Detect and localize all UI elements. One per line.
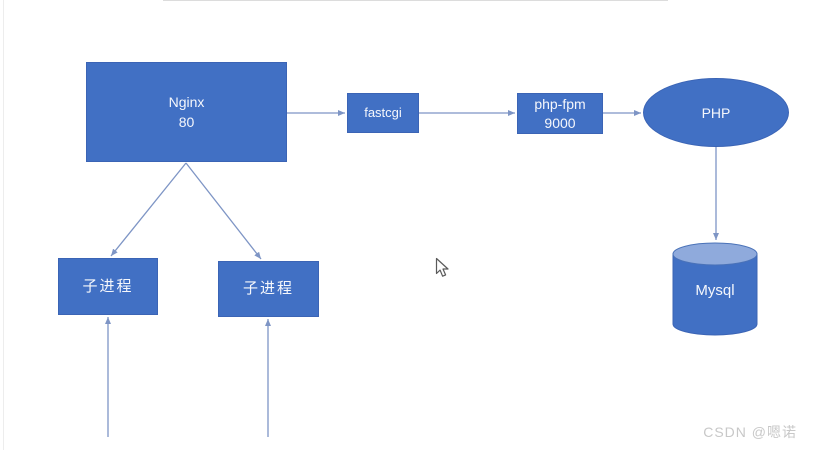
mysql-cylinder-body [672, 253, 758, 336]
node-child-process-right[interactable]: 子进程 [218, 261, 319, 317]
edge-nginx-childright [185, 162, 262, 260]
node-child-process-left[interactable]: 子进程 [58, 258, 158, 315]
node-nginx[interactable]: Nginx 80 [86, 62, 287, 162]
csdn-watermark: CSDN @嗯诺 [703, 424, 797, 440]
left-edge-divider [3, 0, 4, 450]
mysql-cylinder-top [672, 242, 758, 266]
node-php[interactable]: PHP [643, 78, 789, 147]
node-php-fpm[interactable]: php-fpm 9000 [517, 93, 603, 134]
child-process-left-label: 子进程 [82, 277, 134, 295]
child-process-right-label: 子进程 [242, 280, 294, 297]
top-edge-divider [163, 0, 668, 1]
edge-nginx-childleft [110, 162, 187, 257]
php-fpm-label: php-fpm [534, 95, 586, 112]
mysql-label: Mysql [695, 282, 735, 299]
mouse-pointer-icon [435, 257, 449, 277]
node-mysql[interactable] [672, 242, 758, 336]
php-fpm-port: 9000 [544, 114, 576, 131]
php-label: PHP [701, 104, 731, 121]
fastcgi-label: fastcgi [364, 105, 402, 120]
nginx-port: 80 [178, 114, 195, 130]
node-fastcgi[interactable]: fastcgi [347, 93, 419, 133]
nginx-label: Nginx [168, 94, 205, 110]
